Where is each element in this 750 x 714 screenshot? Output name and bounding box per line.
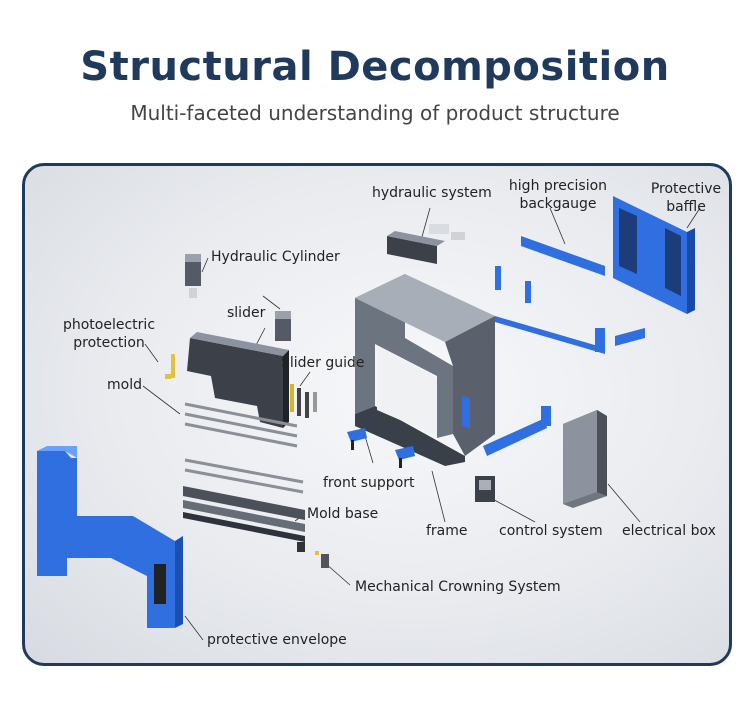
protective-baffle-part (613, 196, 695, 314)
hydraulic-cylinder-part (185, 254, 291, 341)
label-control-system: control system (499, 523, 603, 539)
label-backgauge: high precision backgauge (503, 177, 613, 213)
label-hydraulic-system: hydraulic system (372, 185, 492, 201)
label-baffle-line1: Protective (650, 181, 722, 197)
mold-base-part (183, 486, 305, 552)
label-crowning-system: Mechanical Crowning System (355, 579, 561, 595)
label-mold-base: Mold base (307, 506, 379, 522)
exploded-view-illustration (37, 196, 701, 641)
slider-part (165, 332, 289, 428)
label-photo-line1: photoelectric (62, 317, 156, 333)
label-mold: mold (107, 377, 142, 393)
backgauge-part (495, 236, 645, 354)
frame-part (355, 274, 495, 466)
label-hydraulic-cylinder: Hydraulic Cylinder (211, 249, 340, 265)
label-slider-guide: Slider guide (281, 355, 365, 371)
slider-guide-part (290, 384, 317, 418)
label-baffle-line2: baffle (666, 199, 706, 215)
label-electrical-box: electrical box (622, 523, 716, 539)
page-title: Structural Decomposition (80, 44, 670, 90)
label-photo-line2: protection (73, 335, 145, 351)
diagram-panel: hydraulic system high precision backgaug… (22, 163, 732, 666)
label-front-support: front support (323, 475, 415, 491)
label-protective-envelope: protective envelope (207, 632, 347, 648)
protective-envelope-part (37, 446, 183, 628)
label-backgauge-line1: high precision (508, 178, 608, 194)
label-photoelectric-protection: photoelectric protection (55, 316, 163, 352)
electrical-box-part (563, 410, 607, 508)
control-system-part (475, 406, 551, 502)
crowning-part (315, 551, 329, 568)
label-frame: frame (426, 523, 468, 539)
front-support-part (347, 428, 415, 468)
hydraulic-system-part (387, 224, 465, 264)
mold-part (184, 402, 304, 494)
label-slider: slider (227, 305, 266, 321)
label-protective-baffle: Protective baffle (645, 180, 727, 216)
label-backgauge-line2: backgauge (519, 196, 597, 212)
page-subtitle: Multi-faceted understanding of product s… (130, 101, 620, 125)
